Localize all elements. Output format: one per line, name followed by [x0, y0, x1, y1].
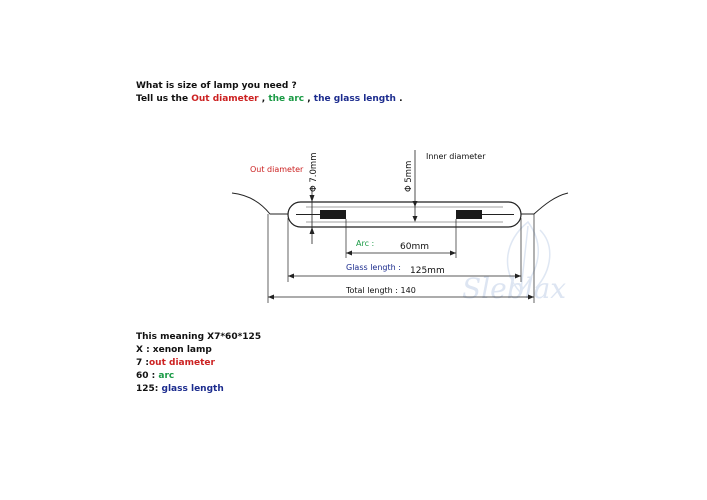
arc-arrow-right	[450, 250, 456, 256]
out-diameter-value: Φ 7.0mm	[309, 152, 319, 192]
inner-diameter-arrow-bottom	[412, 216, 418, 222]
instruction-out-diameter: Out diameter	[191, 94, 259, 104]
inner-diameter-arrow-top	[412, 201, 418, 207]
legend-meaning: This meaning X7*60*125	[136, 332, 262, 342]
inner-diameter-value: Φ 5mm	[404, 160, 414, 192]
arc-value: 60mm	[400, 242, 429, 252]
instruction-line: Tell us the Out diameter , the arc , the…	[136, 93, 403, 105]
instruction-period: .	[395, 94, 403, 104]
instruction-arc: the arc	[268, 94, 305, 104]
legend-125-prefix: 125:	[136, 384, 162, 394]
left-lead-wire	[231, 192, 288, 215]
total-arrow-left	[268, 294, 274, 300]
glass-arrow-right	[515, 273, 521, 279]
instruction-prefix: Tell us the	[136, 94, 192, 104]
instruction-glass-length: the glass length	[313, 94, 396, 104]
left-electrode	[320, 210, 346, 219]
legend-7-prefix: 7 :	[136, 358, 149, 368]
legend-125-label: glass length	[161, 384, 224, 394]
arc-label: Arc :	[356, 239, 375, 248]
out-diameter-label: Out diameter	[250, 165, 304, 174]
watermark-leaf-icon	[506, 220, 551, 294]
legend-125: 125: glass length	[136, 383, 224, 395]
right-electrode	[456, 210, 482, 219]
inner-diameter-label: Inner diameter	[426, 152, 486, 161]
total-arrow-right	[528, 294, 534, 300]
legend-7: 7 :out diameter	[136, 357, 215, 369]
instruction-comma-2: ,	[304, 94, 314, 104]
glass-arrow-left	[288, 273, 294, 279]
right-lead-wire	[521, 192, 569, 215]
glass-length-label: Glass length :	[346, 263, 401, 272]
glass-length-value: 125mm	[410, 266, 445, 276]
legend-x: X : xenon lamp	[136, 345, 212, 355]
arc-arrow-left	[346, 250, 352, 256]
total-length-label: Total length : 140	[346, 286, 416, 295]
out-diameter-arrow-bottom	[309, 227, 315, 234]
instruction-comma-1: ,	[258, 94, 269, 104]
question-text: What is size of lamp you need ?	[136, 81, 297, 91]
legend-7-label: out diameter	[149, 358, 215, 368]
watermark-text: Sleblax	[462, 272, 567, 305]
legend-60: 60 : arc	[136, 370, 174, 382]
legend-60-prefix: 60 :	[136, 371, 159, 381]
legend-60-label: arc	[158, 371, 175, 381]
out-diameter-arrow-top	[309, 195, 315, 202]
